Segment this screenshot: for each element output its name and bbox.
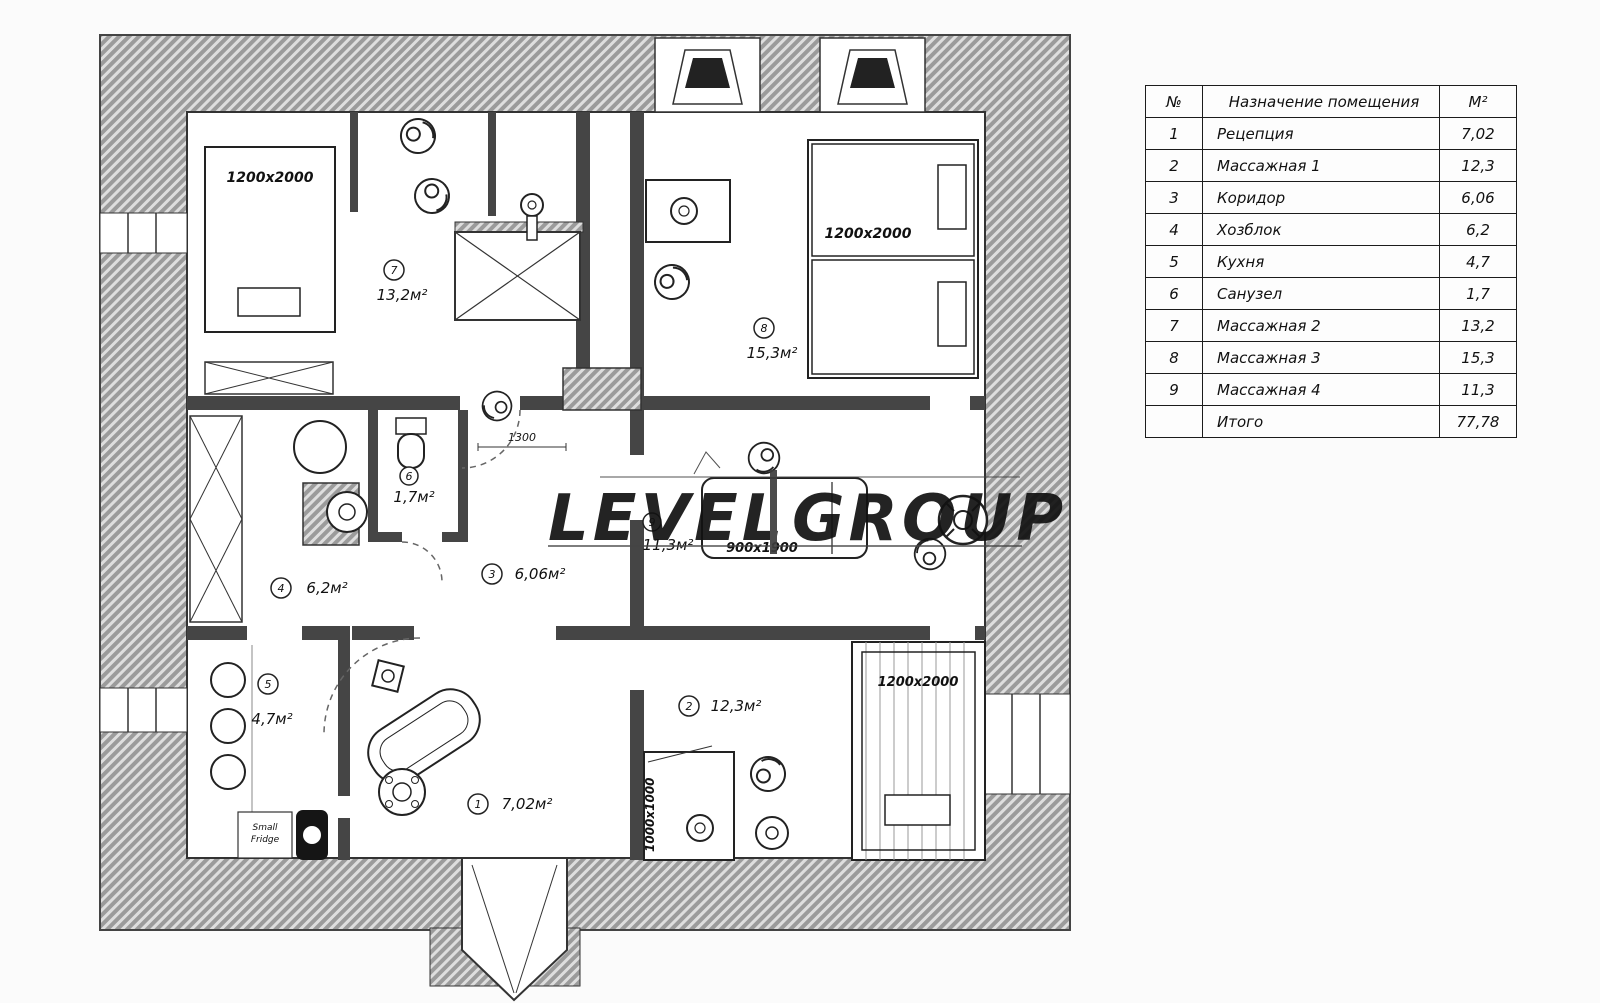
- toilet-icon: [395, 417, 427, 469]
- door-swing-arc: [323, 409, 521, 735]
- entrance-door: [429, 857, 581, 1002]
- svg-text:5: 5: [265, 678, 272, 691]
- watermark: LEVEL GROUP: [548, 451, 1067, 556]
- svg-text:2: 2: [686, 700, 693, 713]
- plant-table-icon: [378, 768, 426, 816]
- interior-walls: [187, 112, 985, 860]
- svg-text:9: 9: [649, 516, 656, 529]
- room-label-3: 3 6,06м²: [481, 563, 566, 585]
- chimney-icon: [654, 37, 761, 113]
- svg-text:4,7м²: 4,7м²: [251, 710, 292, 728]
- stool-icon: [755, 816, 789, 850]
- room-label-9: 9 11,3м²: [642, 512, 694, 554]
- fridge-icon: Small Fridge: [237, 811, 293, 859]
- floor-plan-drawing: 1300 Small Fridge: [99, 34, 1071, 1002]
- svg-text:GROUP: GROUP: [792, 482, 1067, 556]
- room-label-4: 4 6,2м²: [270, 577, 348, 599]
- room-labels: 7 13,2м² 8 15,3м² 6 1,7м² 4 6,2м² 3 6,06…: [251, 259, 798, 815]
- furniture-dimensions: 1200x2000 1200x2000 1200x2000 900x1900 1…: [227, 170, 959, 852]
- washer-icon: [326, 491, 368, 533]
- window-icon: [982, 693, 1071, 795]
- kitchen-door-icon: [296, 810, 328, 860]
- wardrobe-icon: [189, 415, 243, 623]
- table-row: 1 Рецепция 7,02: [1145, 117, 1517, 150]
- table-row: 9 Массажная 4 11,3: [1145, 373, 1517, 406]
- table-row: 4 Хозблок 6,2: [1145, 213, 1517, 246]
- kitchen-fixtures: [210, 645, 253, 812]
- sink-icon: [520, 193, 544, 241]
- boiler-icon: [293, 420, 347, 474]
- room-schedule-table: № Назначение помещения М² 1 Рецепция 7,0…: [1145, 85, 1517, 438]
- svg-text:1200x2000: 1200x2000: [227, 170, 314, 186]
- sink-counter-icon: [645, 179, 731, 243]
- svg-text:13,2м²: 13,2м²: [377, 286, 428, 304]
- table-row: 5 Кухня 4,7: [1145, 245, 1517, 278]
- table-row: 8 Массажная 3 15,3: [1145, 341, 1517, 374]
- massage-table: [701, 477, 868, 559]
- room-label-6: 6 1,7м²: [393, 466, 435, 506]
- svg-text:Small: Small: [253, 823, 278, 833]
- svg-text:3: 3: [489, 568, 496, 581]
- shaft-icon: [454, 231, 581, 321]
- room-label-5: 5 4,7м²: [251, 673, 293, 728]
- sofa-icon: [367, 688, 481, 784]
- svg-text:6: 6: [406, 470, 413, 483]
- room-label-1: 1 7,02м²: [467, 793, 553, 815]
- bed-bottom-right: [851, 641, 986, 861]
- svg-text:1000x1000: 1000x1000: [643, 777, 657, 852]
- svg-text:1200x2000: 1200x2000: [825, 226, 912, 242]
- svg-text:1,7м²: 1,7м²: [393, 488, 434, 506]
- svg-text:7: 7: [391, 264, 398, 277]
- shower-icon: [643, 745, 735, 861]
- svg-text:4: 4: [278, 582, 285, 595]
- svg-text:12,3м²: 12,3м²: [711, 697, 762, 715]
- svg-text:6,06м²: 6,06м²: [515, 565, 566, 583]
- svg-text:900x1900: 900x1900: [726, 541, 798, 556]
- bed-top-left: [204, 146, 336, 333]
- svg-text:8: 8: [761, 322, 768, 335]
- chimney-icon: [819, 37, 926, 113]
- table-row: 2 Массажная 1 12,3: [1145, 149, 1517, 182]
- svg-text:1300: 1300: [508, 431, 536, 444]
- table-row-total: Итого 77,78: [1145, 405, 1517, 438]
- table-header-row: № Назначение помещения М²: [1145, 85, 1517, 118]
- pot-icon: [371, 659, 405, 693]
- header-num: №: [1145, 85, 1203, 118]
- table-row: 6 Санузел 1,7: [1145, 277, 1517, 310]
- room-label-7: 7 13,2м²: [377, 259, 428, 304]
- svg-text:7,02м²: 7,02м²: [502, 795, 553, 813]
- bed-top-right: [807, 139, 979, 379]
- svg-text:6,2м²: 6,2м²: [306, 579, 347, 597]
- cabinet-icon: [204, 361, 334, 395]
- svg-text:1: 1: [475, 798, 482, 811]
- header-area: М²: [1439, 85, 1517, 118]
- svg-text:11,3м²: 11,3м²: [643, 536, 694, 554]
- svg-text:LEVEL: LEVEL: [548, 482, 787, 556]
- svg-text:1200x2000: 1200x2000: [878, 675, 959, 690]
- table-row: 7 Массажная 2 13,2: [1145, 309, 1517, 342]
- window-icon: [99, 212, 188, 254]
- svg-text:Fridge: Fridge: [251, 835, 280, 845]
- window-icon: [99, 687, 188, 733]
- fan-icon: [937, 494, 989, 546]
- svg-text:15,3м²: 15,3м²: [747, 344, 798, 362]
- room-label-8: 8 15,3м²: [747, 317, 798, 362]
- room-label-2: 2 12,3м²: [678, 695, 762, 717]
- table-row: 3 Коридор 6,06: [1145, 181, 1517, 214]
- header-name: Назначение помещения: [1202, 85, 1440, 118]
